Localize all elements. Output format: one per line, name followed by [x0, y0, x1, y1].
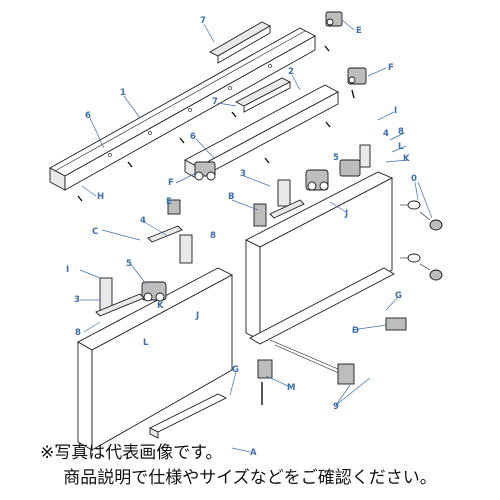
label-8-left-top: 8	[210, 231, 216, 241]
leader-lines	[79, 19, 433, 453]
label-M: M	[287, 383, 295, 393]
disclaimer-check-specs: 商品説明で仕様やサイズなどをご確認ください。	[63, 468, 437, 488]
label-5-left: 5	[126, 259, 132, 269]
label-E-top: E	[356, 26, 362, 36]
label-0: 0	[411, 174, 417, 184]
label-I-right: I	[394, 106, 397, 116]
right-door-hardware	[253, 144, 371, 227]
label-5-right: 5	[333, 153, 339, 163]
label-9: 9	[333, 402, 339, 412]
label-I-left: I	[66, 265, 69, 275]
label-7-upper: 7	[200, 16, 206, 26]
label-G-lower: G	[232, 365, 239, 375]
right-door-panel	[245, 171, 394, 341]
label-4-right: 4	[383, 129, 389, 139]
label-B: B	[228, 192, 234, 202]
left-door-panel	[77, 267, 233, 451]
label-G-right: G	[395, 291, 402, 301]
bottom-guide-g	[148, 393, 228, 439]
bracket-m	[257, 359, 273, 405]
label-3-right: 3	[240, 169, 246, 179]
label-7-lower: 7	[212, 97, 218, 107]
label-F-top: F	[388, 63, 394, 73]
hanger-roller-f	[194, 161, 216, 181]
rail-1-holes	[108, 64, 272, 157]
disclaimer-representative-image: ※写真は代表画像です。	[40, 443, 223, 463]
rail-1-screws	[77, 45, 331, 202]
label-D: D	[352, 326, 359, 336]
label-3-left: 3	[74, 295, 80, 305]
part-labels: 7 E F 2 1 7 6 I 4 8 6 L 5 K 3 F 0 H B E …	[66, 16, 417, 458]
label-2: 2	[288, 67, 294, 77]
top-rail-1	[49, 27, 316, 191]
roller-set-0	[400, 200, 443, 281]
label-L-left: L	[143, 338, 149, 348]
label-A: A	[250, 448, 257, 458]
floor-stopper-d	[337, 317, 407, 385]
label-6-mid: 6	[190, 132, 196, 142]
label-C: C	[92, 227, 98, 237]
label-1: 1	[120, 88, 126, 98]
label-J-left: J	[195, 311, 199, 321]
end-stopper-e	[325, 11, 343, 27]
floor-guide-9	[249, 267, 395, 379]
label-L-right: L	[398, 142, 404, 152]
guide-bar-7-upper	[209, 21, 271, 64]
label-6-left: 6	[85, 111, 91, 121]
end-stopper-f	[347, 67, 367, 99]
label-J-right: J	[344, 209, 348, 219]
label-4-left: 4	[140, 216, 146, 226]
guide-bar-7-lower	[235, 77, 291, 113]
label-K-left: K	[157, 301, 164, 311]
label-H: H	[97, 192, 104, 202]
label-F-left: F	[168, 178, 174, 188]
label-8-left-bottom: 8	[75, 328, 81, 338]
label-E-left: E	[166, 197, 172, 207]
label-8-right: 8	[398, 127, 404, 137]
label-K-right: K	[403, 154, 410, 164]
